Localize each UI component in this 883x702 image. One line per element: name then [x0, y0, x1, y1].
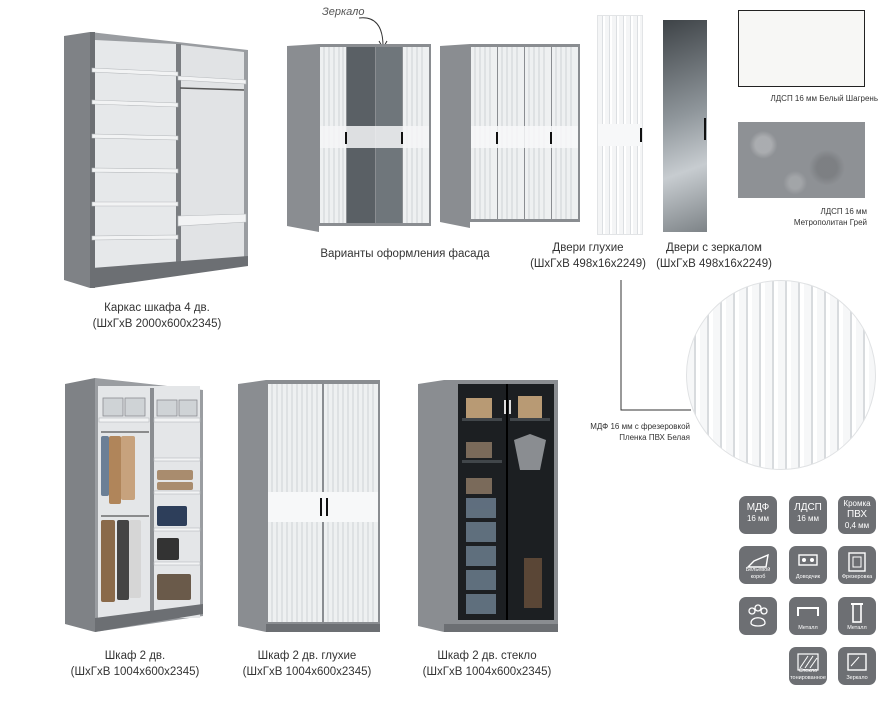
badge-mirror: Зеркало — [838, 647, 876, 685]
w1-caption-title: Шкаф 2 дв. — [104, 650, 166, 662]
w3-caption-title: Шкаф 2 дв. стекло — [437, 650, 537, 662]
swatch-white-shagreen — [738, 10, 865, 87]
glass-icon — [797, 653, 819, 671]
mdf-label: МДФ 16 мм с фрезеровкой Пленка ПВХ Белая — [555, 421, 690, 443]
badge-edge-title: Кромка — [843, 499, 871, 508]
swatch-white-label: ЛДСП 16 мм Белый Шагрень — [770, 94, 879, 103]
frame-caption-size: (ШхГхВ 2000х600х2345) — [92, 318, 222, 330]
mdf-texture-circle — [686, 280, 876, 470]
milling-icon — [848, 552, 866, 572]
badge-handle-label: Металл — [798, 625, 818, 631]
badge-milling-label: Фрезеровка — [841, 574, 873, 580]
leg-icon — [851, 603, 863, 623]
badge-paw — [739, 597, 777, 635]
drawer-icon — [746, 553, 769, 568]
wardrobe-frame-4-door — [64, 32, 248, 288]
door-blind-caption-size: (ШхГхВ 498х16х2249) — [530, 258, 646, 270]
door-blind-caption: Двери глухие (ШхГхВ 498х16х2249) — [526, 240, 650, 272]
badge-edge: Кромка ПВХ 0,4 мм — [838, 496, 876, 534]
mdf-label-1: МДФ 16 мм с фрезеровкой — [590, 422, 690, 431]
door-blind-caption-title: Двери глухие — [552, 242, 624, 254]
badge-leg: Металл — [838, 597, 876, 635]
mdf-label-2: Пленка ПВХ Белая — [619, 433, 690, 442]
badge-glass-label: Стекло тонированное — [790, 668, 826, 681]
paw-icon — [748, 604, 768, 627]
badge-glass: Стекло тонированное — [789, 647, 827, 685]
badge-drawer-label: Бельевой короб — [745, 567, 771, 580]
wardrobe-2-door-glass — [418, 380, 558, 632]
badge-leg-label: Металл — [847, 625, 867, 631]
facade-caption: Варианты оформления фасада — [320, 248, 490, 260]
mirror-annotation: Зеркало — [322, 6, 365, 18]
badge-mdf-title: МДФ — [746, 502, 770, 513]
badge-closer: Доводчик — [789, 546, 827, 584]
swatch-grey-label-2: Метрополитан Грей — [793, 218, 867, 227]
door-blind-band — [598, 124, 642, 146]
facade-variant-fluted — [440, 44, 580, 228]
wardrobe-2-door-open — [65, 378, 203, 632]
swatch-metropolitan-grey — [738, 122, 865, 198]
door-blind-handle — [640, 128, 642, 142]
swatch-grey-label: ЛДСП 16 мм Метрополитан Грей — [740, 206, 867, 228]
badge-milling: Фрезеровка — [838, 546, 876, 584]
badge-ldsp: ЛДСП 16 мм — [789, 496, 827, 534]
handle-icon — [797, 607, 819, 616]
w2-caption: Шкаф 2 дв. глухие (ШхГхВ 1004х600х2345) — [222, 648, 392, 680]
badge-handle: Металл — [789, 597, 827, 635]
badge-ldsp-value: 16 мм — [796, 514, 820, 523]
w2-caption-size: (ШхГхВ 1004х600х2345) — [242, 666, 372, 678]
w1-caption: Шкаф 2 дв. (ШхГхВ 1004х600х2345) — [50, 648, 220, 680]
badge-mdf: МДФ 16 мм — [739, 496, 777, 534]
badge-mdf-value: 16 мм — [746, 514, 770, 523]
w3-caption: Шкаф 2 дв. стекло (ШхГхВ 1004х600х2345) — [402, 648, 572, 680]
w3-caption-size: (ШхГхВ 1004х600х2345) — [422, 666, 552, 678]
door-mirror-caption-title: Двери с зеркалом — [666, 242, 762, 254]
swatch-grey-label-1: ЛДСП 16 мм — [820, 207, 867, 216]
mdf-leader-line — [620, 280, 691, 411]
badge-drawer: Бельевой короб — [739, 546, 777, 584]
closer-icon — [798, 554, 818, 566]
w1-caption-size: (ШхГхВ 1004х600х2345) — [70, 666, 200, 678]
badge-mirror-label: Зеркало — [846, 675, 868, 681]
mirror-icon — [847, 653, 867, 671]
wardrobe-2-door-blind — [238, 380, 380, 632]
door-mirror-handle — [704, 118, 706, 140]
badge-edge-value: 0,4 мм — [844, 521, 870, 530]
badge-ldsp-title: ЛДСП — [794, 502, 822, 513]
door-mirror — [663, 20, 707, 232]
frame-caption-title: Каркас шкафа 4 дв. — [104, 302, 210, 314]
w2-caption-title: Шкаф 2 дв. глухие — [257, 650, 357, 662]
facade-variant-mirror — [287, 44, 431, 232]
door-mirror-caption-size: (ШхГхВ 498х16х2249) — [656, 258, 772, 270]
badge-closer-label: Доводчик — [795, 574, 821, 580]
door-mirror-caption: Двери с зеркалом (ШхГхВ 498х16х2249) — [652, 240, 776, 272]
frame-caption: Каркас шкафа 4 дв. (ШхГхВ 2000х600х2345) — [62, 300, 252, 332]
badge-edge-type: ПВХ — [846, 509, 868, 520]
